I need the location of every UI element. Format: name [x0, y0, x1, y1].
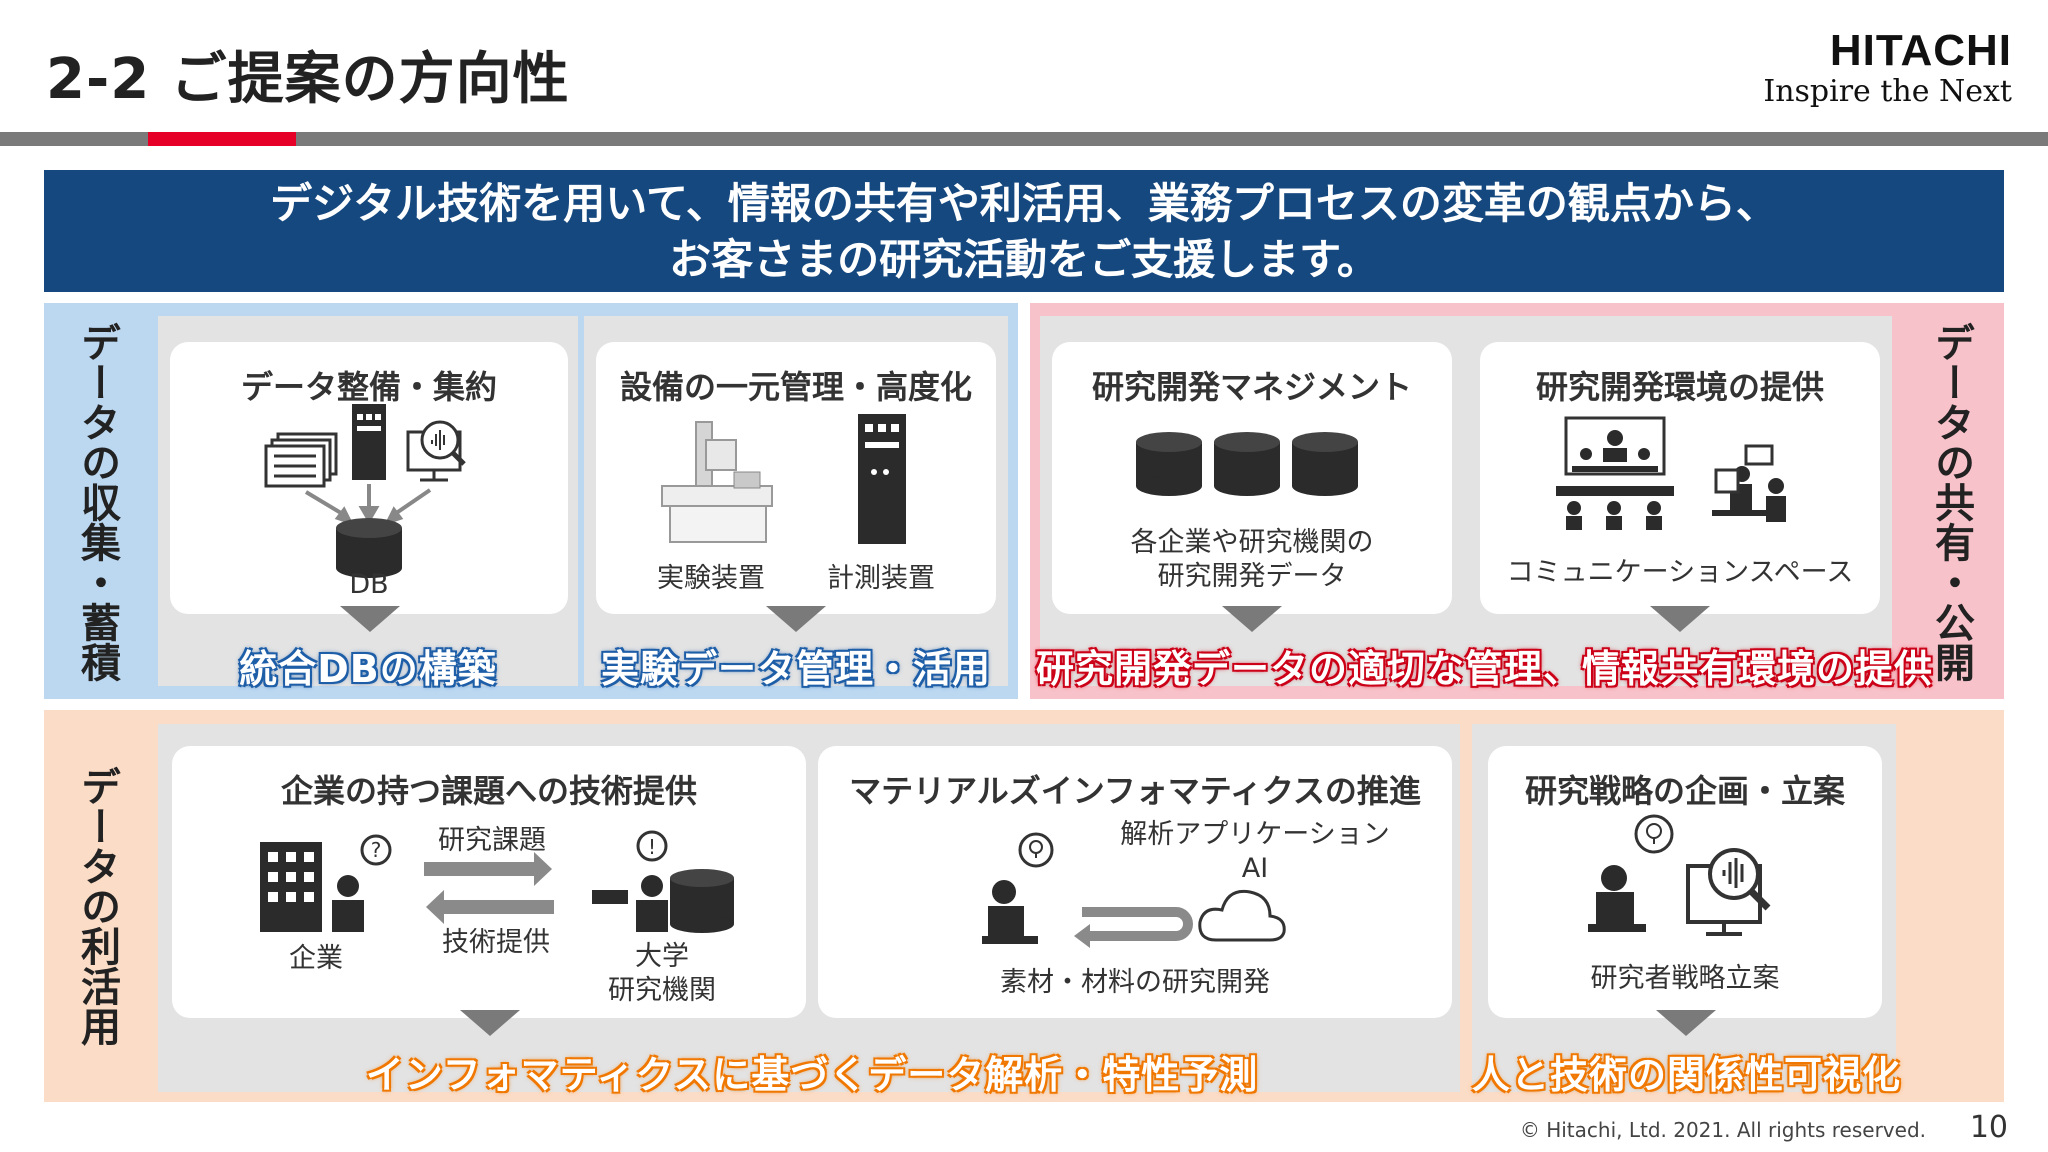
informatics-illustration — [982, 832, 1286, 948]
label-measurement-device: 計測装置 — [827, 563, 935, 594]
cloud-icon — [1198, 889, 1286, 942]
result-pointer — [1222, 606, 1282, 632]
database-icon — [1214, 432, 1280, 496]
measurement-device-icon — [858, 414, 906, 544]
rd-databases-illustration — [1136, 432, 1358, 496]
document-stack-icon — [264, 432, 338, 488]
company-building-icon: ? — [260, 834, 392, 932]
communication-space-label: コミュニケーションスペース — [1506, 557, 1854, 588]
banner-line-2: お客さまの研究活動をご支援します。 — [669, 235, 1379, 284]
result-relationship-visualization: 人と技術の関係性可視化 — [1472, 1053, 1902, 1097]
experiment-device-icon — [661, 421, 773, 543]
banner-line-1: デジタル技術を用いて、情報の共有や利活用、業務プロセスの変革の観点から、 — [270, 179, 1778, 228]
label-university: 大学 — [635, 941, 689, 972]
analysis-monitor-icon — [406, 420, 466, 482]
rd-data-label-2: 研究開発データ — [1157, 561, 1347, 592]
rd-data-label-1: 各企業や研究機関の — [1130, 527, 1374, 558]
label-analysis-app: 解析アプリケーション — [1120, 819, 1390, 850]
result-pointer — [766, 606, 826, 632]
remote-work-icon — [1712, 444, 1786, 522]
logo-name: HITACHI — [1829, 26, 2012, 75]
logo-tagline: Inspire the Next — [1763, 74, 2012, 109]
card-title: 研究戦略の企画・立案 — [1524, 772, 1845, 810]
database-icon — [336, 518, 402, 578]
result-experiment-data: 実験データ管理・活用 — [600, 647, 991, 691]
label-researcher-strategy: 研究者戦略立案 — [1590, 963, 1780, 994]
arrow-label-research-issue: 研究課題 — [438, 825, 546, 856]
database-icon — [1136, 432, 1202, 496]
researcher-idea-icon — [982, 832, 1054, 944]
result-integrated-db: 統合DBの構築 — [239, 647, 497, 691]
arrow-right-icon — [424, 852, 552, 886]
label-research-institute: 研究機関 — [608, 975, 716, 1006]
header-rule — [0, 132, 2048, 146]
server-icon — [352, 404, 386, 480]
result-data-analysis: インフォマティクスに基づくデータ解析・特性予測 — [365, 1053, 1259, 1097]
card-strategy — [1488, 746, 1882, 1018]
label-experiment-device: 実験装置 — [657, 563, 765, 594]
copyright: © Hitachi, Ltd. 2021. All rights reserve… — [1519, 1118, 1926, 1142]
card-title: マテリアルズインフォマティクスの推進 — [849, 772, 1421, 810]
card-equipment — [596, 342, 996, 614]
page-title: 2-2 ご提案の方向性 — [46, 47, 570, 112]
label-materials-rd: 素材・材料の研究開発 — [1000, 967, 1270, 998]
hitachi-logo: HITACHI Inspire the Next — [1763, 28, 2012, 110]
utilize-side-label: データの利活用 — [74, 766, 120, 1046]
db-label: DB — [349, 569, 389, 600]
card-title: 研究開発マネジメント — [1091, 368, 1412, 406]
result-pointer — [460, 1010, 520, 1036]
label-company: 企業 — [289, 943, 343, 974]
analysis-monitor-icon — [1686, 848, 1771, 936]
arrow-icons — [304, 484, 432, 526]
data-integration-illustration — [264, 404, 466, 578]
cycle-arrow-icon — [1082, 907, 1193, 941]
label-ai: AI — [1241, 853, 1269, 884]
equipment-illustration — [661, 414, 906, 544]
page-number: 10 — [1969, 1110, 2008, 1145]
arrow-left-icon — [426, 890, 554, 924]
card-title: 企業の持つ課題への技術提供 — [280, 772, 697, 810]
result-pointer — [1656, 1010, 1716, 1036]
card-rd-environment — [1480, 342, 1880, 614]
strategy-illustration — [1588, 814, 1771, 936]
svg-text:!: ! — [648, 835, 656, 859]
arrow-label-tech-provision: 技術提供 — [442, 927, 550, 958]
researcher-icon — [1588, 814, 1674, 932]
database-icon — [1292, 432, 1358, 496]
tech-provision-illustration: ? ! — [260, 830, 734, 933]
result-data-sharing: 研究開発データの適切な管理、情報共有環境の提供 — [1036, 647, 1934, 691]
card-title: 設備の一元管理・高度化 — [619, 368, 972, 406]
card-materials-informatics — [818, 746, 1452, 1018]
collect-side-label: データの収集・蓄積 — [74, 322, 120, 682]
card-title: 研究開発環境の提供 — [1535, 368, 1824, 406]
card-title: データ整備・集約 — [240, 368, 497, 406]
message-banner: デジタル技術を用いて、情報の共有や利活用、業務プロセスの変革の観点から、 お客さ… — [44, 170, 2004, 292]
meeting-room-icon — [1556, 416, 1674, 530]
header-rule-accent — [148, 132, 296, 146]
svg-text:?: ? — [371, 838, 382, 862]
result-pointer — [1650, 606, 1710, 632]
communication-space-illustration — [1556, 416, 1786, 530]
result-pointer — [340, 606, 400, 632]
university-icon: ! — [592, 830, 734, 933]
share-side-label: データの共有・公開 — [1928, 322, 1974, 682]
